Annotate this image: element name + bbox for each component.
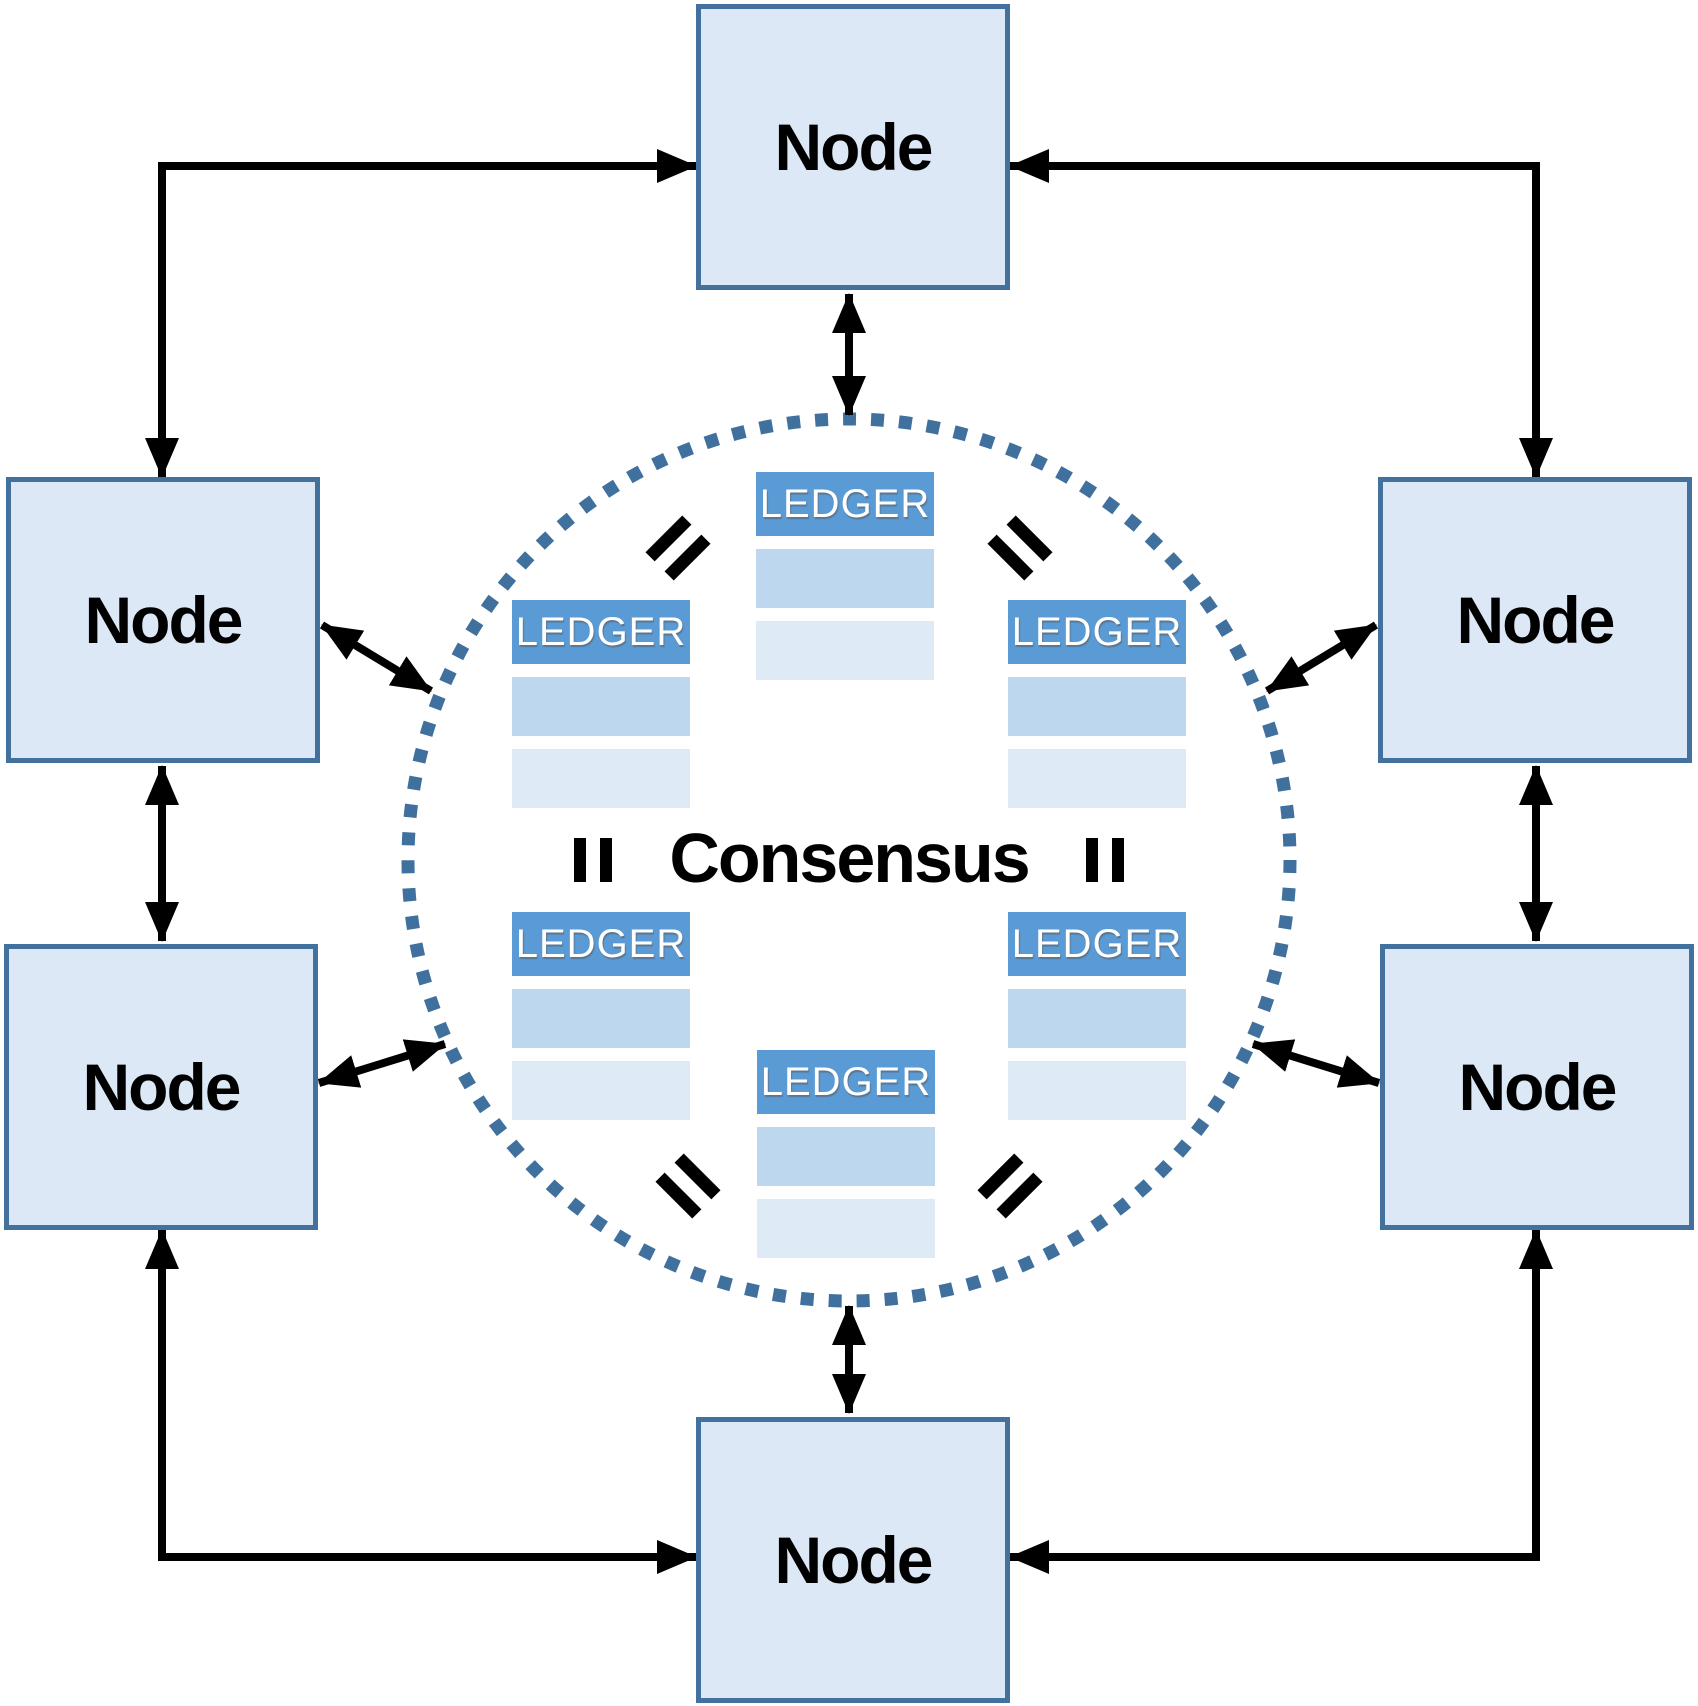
- equivalence-icon: [977, 1153, 1043, 1219]
- arrow-upperrightnode-to-circle: [1264, 621, 1379, 695]
- ledger-header: LEDGER: [1008, 912, 1186, 976]
- ledger-header: LEDGER: [756, 472, 934, 536]
- arrow-lowerrightnode-to-circle: [1251, 1039, 1381, 1088]
- node-box-lower-left: Node: [4, 944, 318, 1230]
- node-box-upper-left: Node: [6, 477, 320, 763]
- ledger-row: [1008, 677, 1186, 736]
- arrow-lowerleftnode-to-circle: [317, 1039, 447, 1088]
- equivalence-icon: [645, 515, 711, 581]
- ledger-row: [512, 989, 690, 1048]
- arrow-bottomnode-to-lowerrightnode: [1009, 1229, 1553, 1574]
- arrow-topnode-to-upperrightnode: [1009, 149, 1553, 478]
- ledger-row: [1008, 1061, 1186, 1120]
- consensus-label: Consensus: [669, 819, 1030, 897]
- consensus-boundary-circle: [401, 412, 1297, 1308]
- node-label: Node: [774, 110, 934, 184]
- ledger-row: [512, 677, 690, 736]
- ledger-row: [756, 549, 934, 608]
- node-box-upper-right: Node: [1378, 477, 1692, 763]
- node-label: Node: [82, 1050, 242, 1124]
- ledger-row: [512, 1061, 690, 1120]
- arrow-upperleftnode-to-circle: [319, 621, 434, 695]
- arrow-topnode-to-upperleftnode: [145, 149, 697, 478]
- node-label: Node: [84, 583, 244, 657]
- ledger-header: LEDGER: [757, 1050, 935, 1114]
- equivalence-icon: [574, 838, 612, 882]
- ledger-table-lower-left: LEDGER: [512, 912, 690, 1120]
- equivalence-icon: [987, 515, 1053, 581]
- node-box-lower-right: Node: [1380, 944, 1694, 1230]
- ledger-row: [756, 621, 934, 680]
- ledger-table-bottom: LEDGER: [757, 1050, 935, 1258]
- ledger-table-upper-left: LEDGER: [512, 600, 690, 808]
- node-label: Node: [774, 1523, 934, 1597]
- ledger-table-upper-right: LEDGER: [1008, 600, 1186, 808]
- ledger-header: LEDGER: [512, 912, 690, 976]
- ledger-row: [1008, 749, 1186, 808]
- ledger-table-top: LEDGER: [756, 472, 934, 680]
- ledger-row: [512, 749, 690, 808]
- ledger-row: [757, 1199, 935, 1258]
- ledger-header: LEDGER: [512, 600, 690, 664]
- equivalence-icon: [655, 1153, 721, 1219]
- ledger-header: LEDGER: [1008, 600, 1186, 664]
- arrow-bottomnode-to-lowerleftnode: [145, 1229, 697, 1574]
- ledger-row: [1008, 989, 1186, 1048]
- ledger-table-lower-right: LEDGER: [1008, 912, 1186, 1120]
- ledger-row: [757, 1127, 935, 1186]
- equivalence-icon: [1086, 838, 1124, 882]
- node-box-bottom: Node: [696, 1417, 1010, 1703]
- node-box-top: Node: [696, 4, 1010, 290]
- node-label: Node: [1456, 583, 1616, 657]
- node-label: Node: [1458, 1050, 1618, 1124]
